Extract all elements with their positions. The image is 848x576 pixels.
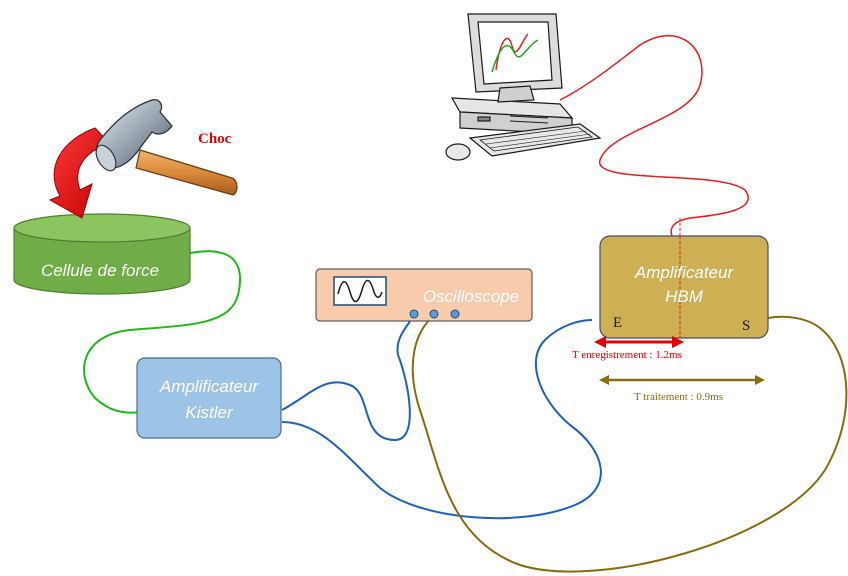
hbm-input-label: E <box>613 315 622 331</box>
timing-enregistrement: T enregistrement : 1.2ms <box>572 336 684 361</box>
t-traitement-label: T traitement : 0.9ms <box>634 391 723 403</box>
oscilloscope-label: Oscilloscope <box>423 287 519 306</box>
timing-traitement: T traitement : 0.9ms <box>599 375 765 403</box>
hammer-icon <box>95 99 238 196</box>
t-enregistrement-label: T enregistrement : 1.2ms <box>572 349 682 361</box>
force-cell: Cellule de force <box>13 213 191 295</box>
force-cell-label: Cellule de force <box>41 261 159 280</box>
blue-wire-hbm <box>281 319 602 520</box>
choc-label: Choc <box>198 131 232 147</box>
hbm-output-label: S <box>742 318 750 334</box>
desktop-computer-icon <box>445 13 602 161</box>
scope-channel-2 <box>429 309 439 319</box>
oscilloscope-screen <box>333 276 387 306</box>
red-wire <box>559 35 749 237</box>
scope-channel-1 <box>409 309 419 319</box>
kistler-label-line1: Amplificateur <box>159 377 260 396</box>
sine-wave-icon <box>337 279 383 303</box>
blue-wire-scope <box>281 315 415 442</box>
green-wire <box>83 250 242 414</box>
hbm-label-line2: HBM <box>665 287 704 306</box>
gold-wire <box>411 315 848 573</box>
kistler-label-line2: Kistler <box>185 403 234 422</box>
scope-channel-3 <box>450 309 460 319</box>
kistler-amplifier: Amplificateur Kistler <box>136 357 282 439</box>
oscilloscope: Oscilloscope <box>315 268 533 322</box>
curved-arrow-icon <box>48 127 111 219</box>
hbm-label-line1: Amplificateur <box>634 263 735 282</box>
hbm-amplifier: Amplificateur HBM E S <box>599 235 769 339</box>
